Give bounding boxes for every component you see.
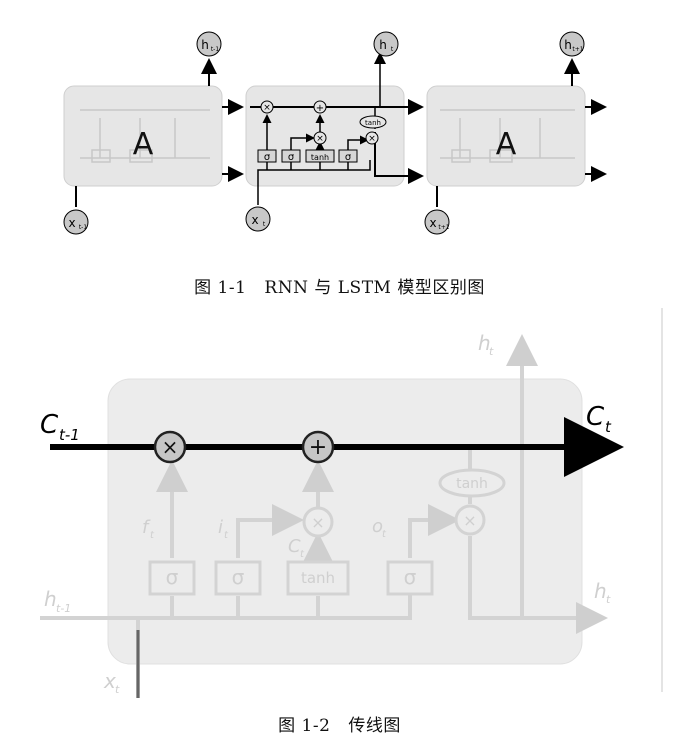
output-node-right-label: h [564,38,572,52]
ghost-sub-h-next: t [606,593,611,606]
op-add-node [301,430,335,464]
output-node-right [559,31,585,57]
figure1-caption-text: RNN 与 LSTM 模型区别图 [264,278,485,298]
gate-forget-box [257,149,277,163]
output-node-right-sub: t+1 [572,46,583,53]
input-node-mid-label: x [251,213,258,227]
figure1-caption-num: 图 1-1 [194,278,247,298]
ghost-gate-labels: σ σ tanh σ tanh × × [166,476,488,589]
output-node-mid-label: h [379,38,387,52]
op-mult-node-label: × [162,435,179,459]
output-node-left [196,31,222,57]
input-node-mid [245,206,271,232]
module-a-right-label: A [496,127,517,162]
input-node-right [424,209,450,235]
output-node-mid-sub: t [391,46,394,53]
figure2-caption-text: 传线图 [348,716,401,736]
output-node-left-sub: t-1 [211,46,220,53]
gate-tanh-box [305,149,335,163]
input-node-left-label: x [68,216,75,230]
module-a-right [426,85,586,187]
label-c-next: C [586,402,605,432]
op-mult-node [153,430,187,464]
figure1-caption: 图 1-1 RNN 与 LSTM 模型区别图 [0,273,679,298]
ghost-gates [148,468,506,596]
ghost-sub-h-top: t [489,345,494,358]
cell-state-diagram: σ σ tanh σ tanh × × h t f t i t C t o t … [40,308,663,698]
module-a-left-label: A [133,127,154,162]
ghost-label-i: i [218,517,223,538]
label-c-prev-sub: t-1 [59,426,80,444]
input-node-right-label: x [429,216,436,230]
gate-tanh-label: tanh [311,153,329,162]
ghost-sub-i: t [224,530,229,541]
gate-output-box [338,149,358,163]
op-mult-output [365,131,379,145]
input-node-left [63,209,89,235]
input-node-mid-sub: t [263,221,266,228]
ghost-sub-o: t [382,529,387,540]
op-mult-output-label: × [368,134,376,144]
hidden-line-2 [374,132,424,184]
ghost-gate-tanh: tanh [301,569,335,587]
ghost-label-f: f [142,517,151,538]
op-mult-forget [260,100,274,114]
op-add-label: + [316,103,324,114]
cell-tanh-label: tanh [365,119,381,127]
gate-input-box [281,149,301,163]
label-c-prev: C [40,410,59,440]
ghost-gate-output: σ [404,565,417,589]
module-a-left [63,85,223,187]
op-mult-input [313,131,327,145]
ghost-gate-input: σ [232,565,245,589]
cell-box [107,378,583,665]
ghost-sub-f: t [150,530,155,541]
input-node-right-sub: t+1 [438,224,449,231]
ghost-label-h-prev: h [44,587,57,611]
ghost-sub-x: t [115,683,120,696]
ghost-op-mult-1: × [311,513,324,532]
ghost-label-x: x [103,669,116,693]
op-add [313,100,327,114]
ghost-math-labels: h t f t i t C t o t h t-1 h t x t [44,331,611,696]
ghost-gate-forget: σ [166,565,179,589]
ghost-label-h-next: h [594,579,607,603]
ghost-sub-c: t [300,549,305,560]
rnn-lstm-diagram: A A σ σ tanh [63,31,607,235]
figure2-caption-num: 图 1-2 [278,716,331,736]
op-mult-input-label: × [316,134,324,144]
ghost-internal-right [440,109,575,163]
ghost-sub-h-prev: t-1 [56,602,71,615]
ghost-cell-tanh: tanh [456,476,488,492]
gate-forget-label: σ [264,152,271,163]
gate-input-label: σ [288,152,295,163]
input-node-left-sub: t-1 [79,224,88,231]
output-node-mid [373,31,399,57]
figure2-caption: 图 1-2 传线图 [0,711,679,736]
op-add-node-label: + [309,435,327,460]
ghost-label-o: o [372,516,383,537]
cell-tanh-oval [359,115,387,129]
ghost-label-h-top: h [478,331,491,355]
ghost-internal-left [80,109,210,163]
label-c-next-sub: t [605,418,612,436]
ghost-op-mult-2: × [463,511,476,530]
op-mult-forget-label: × [263,103,271,113]
output-node-left-label: h [201,38,209,52]
ghost-label-c: C [288,536,301,557]
ghost-wiring [40,334,608,698]
gate-output-label: σ [345,152,352,163]
